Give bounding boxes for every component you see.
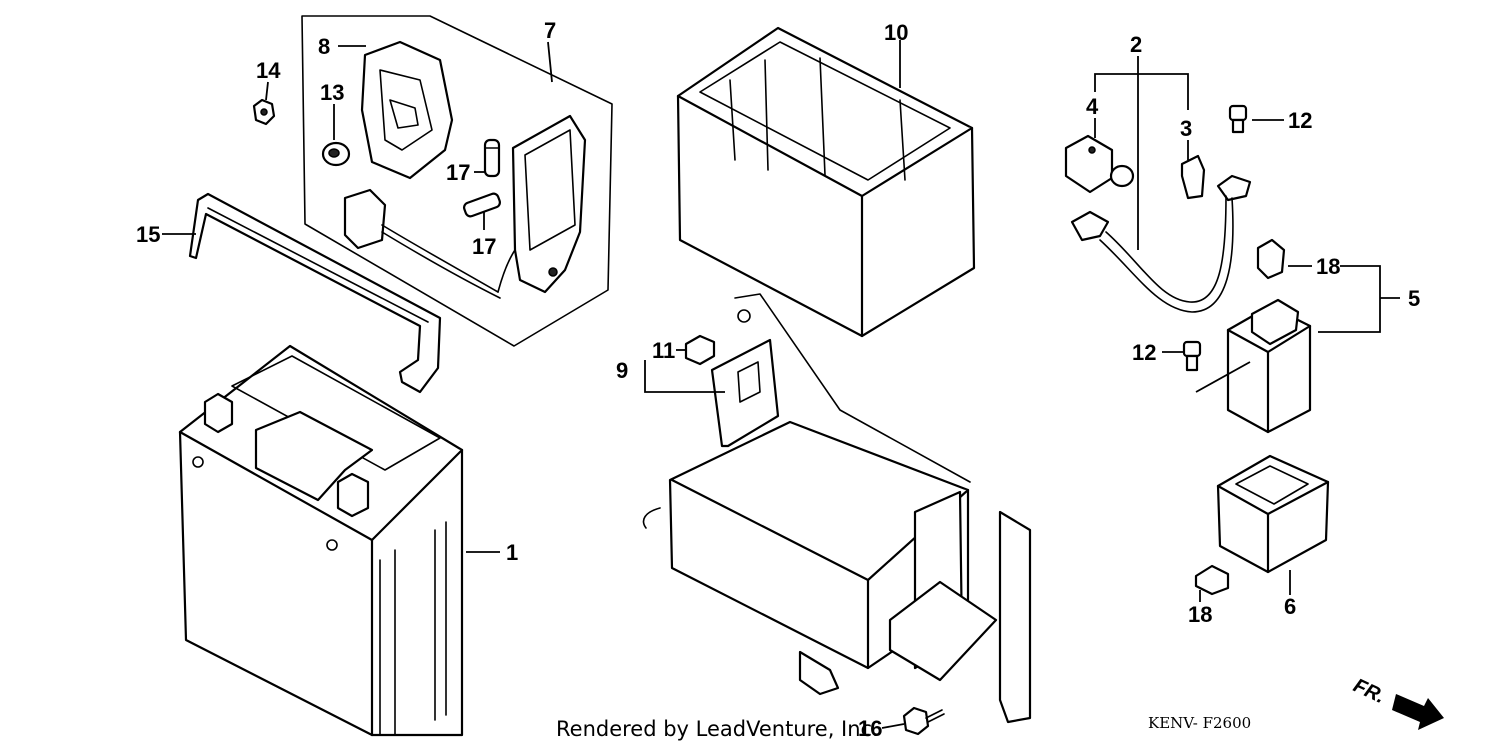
callout-1: 1: [506, 540, 518, 565]
part-12-bolt-upper[interactable]: [1228, 104, 1248, 134]
part-12-bolt-lower[interactable]: [1182, 340, 1202, 372]
callout-6: 6: [1284, 594, 1296, 619]
part-1-battery[interactable]: [178, 344, 464, 737]
part-17-fuse-upper[interactable]: [483, 138, 501, 178]
callout-14: 14: [256, 58, 281, 83]
callout-18-lower: 18: [1188, 602, 1212, 627]
part-6-relay-boot[interactable]: [1216, 454, 1330, 574]
part-16-bolt[interactable]: [902, 706, 945, 736]
callouts: 1 2 3 4 5 6 7 8 9 10 11 12 12 13 14 15 1…: [136, 18, 1420, 741]
callout-17-upper: 17: [446, 160, 470, 185]
part-9-bracket[interactable]: [710, 338, 780, 448]
callout-5: 5: [1408, 286, 1420, 311]
front-direction-label: FR.: [1350, 675, 1388, 709]
callout-18-upper: 18: [1316, 254, 1340, 279]
callout-8: 8: [318, 34, 330, 59]
part-17-fuse-lower[interactable]: [462, 192, 502, 218]
part-18-fuse-upper[interactable]: [1256, 238, 1286, 280]
part-13-grommet[interactable]: [321, 141, 351, 167]
part-3-terminal-cover[interactable]: [1180, 154, 1206, 200]
arrow-right-icon: [1392, 694, 1444, 730]
callout-17-lower: 17: [472, 234, 496, 259]
callout-12-upper: 12: [1288, 108, 1312, 133]
callout-11: 11: [652, 338, 675, 363]
diagram-code: KENV- F2600: [1148, 714, 1251, 732]
callout-15: 15: [136, 222, 160, 247]
front-direction-indicator: FR.: [1350, 675, 1444, 730]
footer-credit: Rendered by LeadVenture, Inc.: [556, 717, 879, 741]
callout-3: 3: [1180, 116, 1192, 141]
battery-tray[interactable]: [642, 293, 1032, 724]
callout-2: 2: [1130, 32, 1142, 57]
part-14-nut[interactable]: [252, 98, 276, 126]
part-5-relay[interactable]: [1226, 298, 1312, 434]
part-18-fuse-lower[interactable]: [1194, 564, 1230, 596]
leader-lines: [162, 40, 1400, 729]
callout-4: 4: [1086, 94, 1099, 119]
callout-7: 7: [544, 18, 556, 43]
callout-13: 13: [320, 80, 344, 105]
callout-12-lower: 12: [1132, 340, 1156, 365]
part-10-battery-box[interactable]: [676, 26, 976, 338]
part-7-group-outline: [301, 15, 613, 347]
part-4-terminal[interactable]: [1064, 134, 1135, 194]
part-15-battery-band[interactable]: [188, 192, 442, 394]
callout-9: 9: [616, 358, 628, 383]
part-7-fuse-box[interactable]: [343, 114, 587, 299]
callout-16: 16: [858, 716, 882, 741]
part-2-cable[interactable]: [1070, 174, 1252, 313]
callout-10: 10: [884, 20, 908, 45]
part-8-cover[interactable]: [360, 40, 454, 180]
part-11-clip[interactable]: [684, 334, 716, 366]
